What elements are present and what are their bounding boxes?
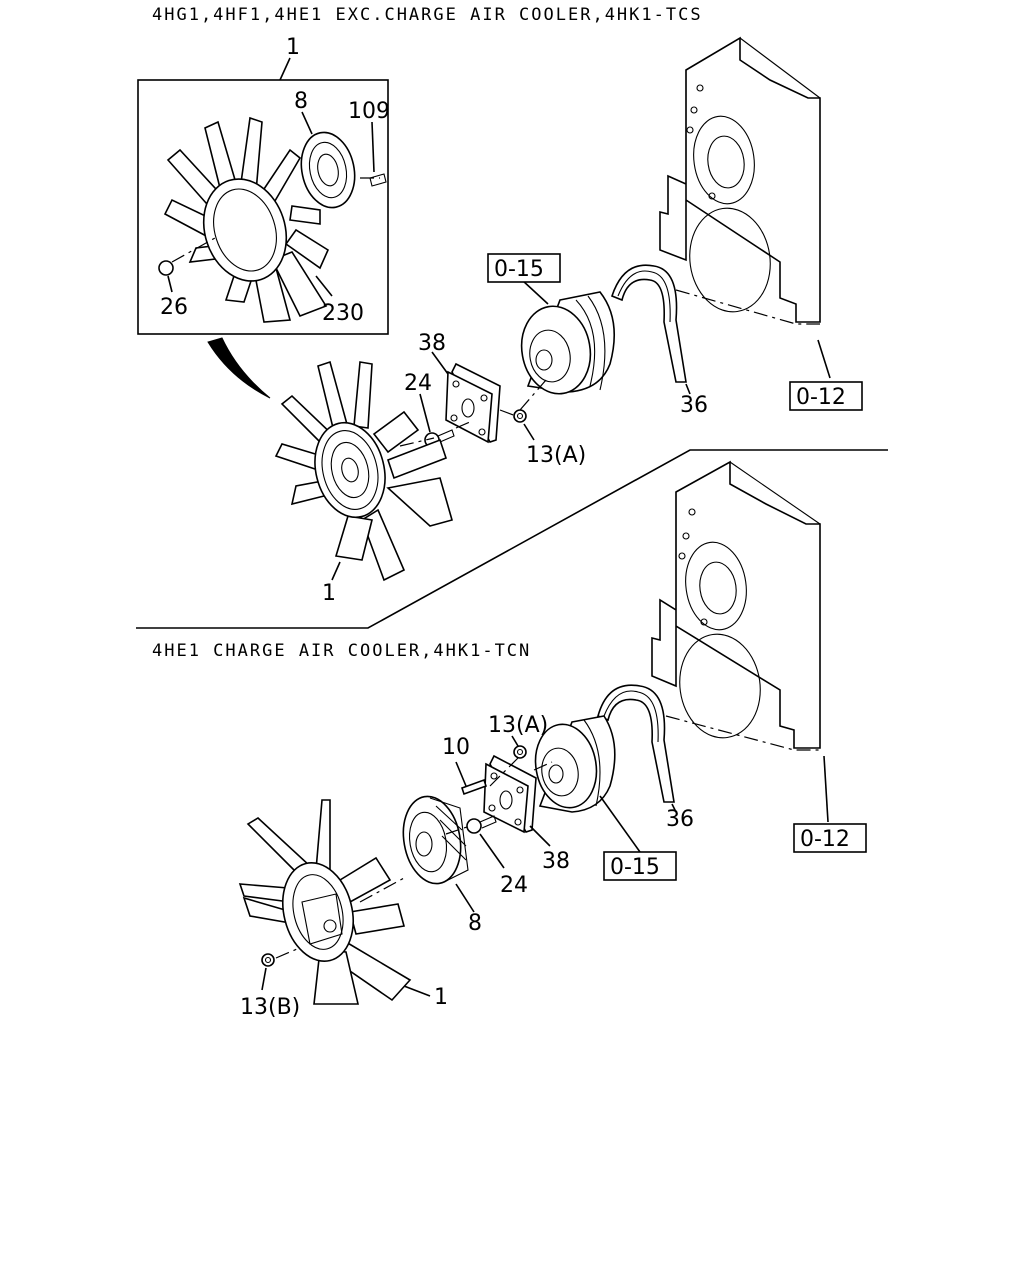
- inset-part-label: 1: [286, 35, 300, 60]
- bottom-fan-clutch: [402, 795, 469, 885]
- top-bolt-label: 24: [404, 371, 432, 396]
- top-pulley-ref-box: [487, 253, 561, 283]
- inset-leader: [279, 57, 291, 81]
- top-fan-assembly: [274, 360, 453, 582]
- bottom-clutch-label: 8: [468, 911, 482, 936]
- top-pulley: [520, 291, 616, 395]
- inset-fan-label: 230: [322, 301, 364, 326]
- bottom-fan-belt: [597, 684, 675, 803]
- bottom-engine-ref-box: [793, 823, 867, 853]
- bottom-pulley-ref: 0-15: [610, 855, 660, 880]
- inset-stud: [369, 173, 387, 187]
- bottom-fan-assembly: [238, 799, 412, 1005]
- bottom-nut-b-label: 13(B): [240, 995, 300, 1020]
- bottom-pulley: [534, 715, 616, 813]
- top-engine-ref: 0-12: [796, 385, 846, 410]
- bottom-nut-a-label: 13(A): [488, 713, 548, 738]
- top-fan-belt: [611, 264, 687, 383]
- bottom-bracket-label: 38: [542, 849, 570, 874]
- top-nut-label: 13(A): [526, 443, 586, 468]
- top-pulley-ref: 0-15: [494, 257, 544, 282]
- bottom-section-heading: 4HE1 CHARGE AIR COOLER,4HK1-TCN: [152, 641, 531, 661]
- bottom-pulley-ref-box: [603, 851, 677, 881]
- bottom-bolt: [466, 815, 497, 834]
- top-fan-label: 1: [322, 581, 336, 606]
- top-bracket: [445, 362, 501, 444]
- top-bracket-label: 38: [418, 331, 446, 356]
- inset-fan-clutch: [300, 131, 356, 209]
- bottom-stud: [460, 778, 488, 796]
- bottom-stud-label: 10: [442, 735, 470, 760]
- bottom-fan-label: 1: [434, 985, 448, 1010]
- inset-bolt-label: 26: [160, 295, 188, 320]
- top-nut: [513, 409, 527, 423]
- inset-clutch-label: 8: [294, 89, 308, 114]
- bottom-bolt-label: 24: [500, 873, 528, 898]
- bottom-bracket: [483, 754, 537, 834]
- inset-bolt: [158, 260, 174, 276]
- bottom-engine-ref: 0-12: [800, 827, 850, 852]
- bottom-belt-label: 36: [666, 807, 694, 832]
- bottom-nut-a: [513, 745, 527, 759]
- top-engine-ref-box: [789, 381, 863, 411]
- inset-fan: [163, 116, 330, 323]
- section-divider: [136, 449, 888, 629]
- bottom-engine-block: [651, 460, 821, 751]
- inset-stud-label: 109: [348, 99, 390, 124]
- top-belt-label: 36: [680, 393, 708, 418]
- callout-arrow: [207, 337, 271, 399]
- bottom-nut-b: [261, 953, 275, 967]
- top-engine-block: [659, 36, 821, 325]
- top-section-heading: 4HG1,4HF1,4HE1 EXC.CHARGE AIR COOLER,4HK…: [152, 5, 703, 25]
